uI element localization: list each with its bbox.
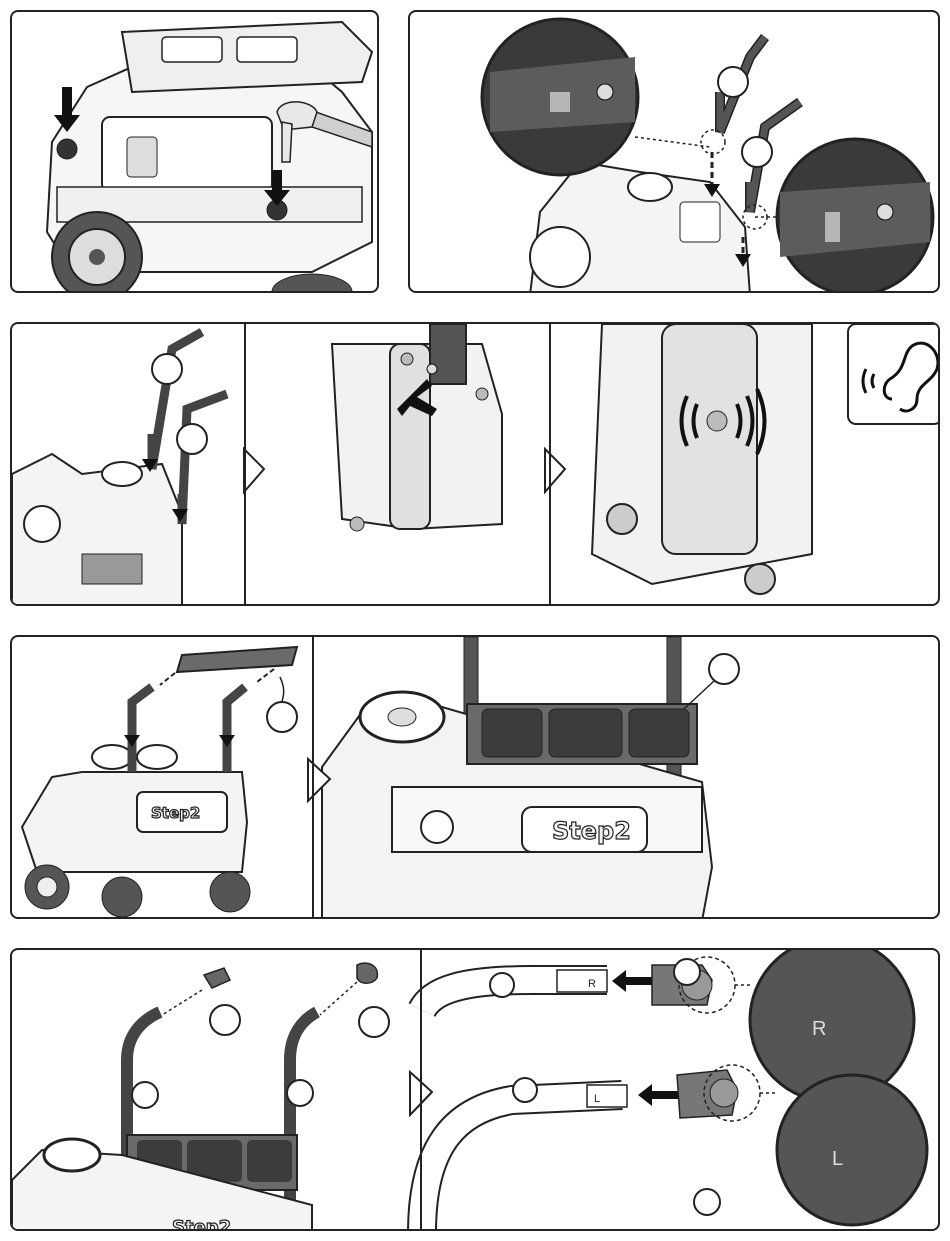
- tube-side-label-right: R: [588, 978, 596, 990]
- handle-tubes-insertion-illustration: [410, 12, 940, 293]
- basket-install-illustration: Step2 Step2: [12, 637, 940, 919]
- basket-part: [177, 647, 297, 672]
- panel-divider: [549, 324, 551, 604]
- callout-marker: [132, 1082, 158, 1108]
- step2-logo-large: Step2: [552, 817, 631, 845]
- callout-marker: [674, 959, 700, 985]
- left-end-cap-icon: [357, 963, 377, 983]
- step2-logo-small: Step2: [151, 804, 200, 822]
- step-panel-3: Step2 Step2: [10, 635, 940, 919]
- left-end-cap-part: [677, 1070, 738, 1118]
- callout-marker: [210, 1005, 240, 1035]
- callout-marker: [513, 1078, 537, 1102]
- callout-marker: [177, 424, 207, 454]
- callout-marker: [718, 67, 748, 97]
- zoom-photo-left-cap: [777, 1075, 927, 1225]
- step-panel-1a: [10, 10, 379, 293]
- down-arrow-icon: [124, 735, 140, 747]
- zoom-label-right: R: [812, 1018, 826, 1040]
- down-arrow-icon: [219, 735, 235, 747]
- step2-logo-partial: Step2: [172, 1217, 231, 1231]
- zoom-label-left: L: [832, 1148, 843, 1170]
- panel-divider: [312, 637, 314, 917]
- callout-marker: [267, 702, 297, 732]
- step-panel-4: Step2 R L: [10, 948, 940, 1231]
- handle-caps-illustration: Step2 R L: [12, 950, 940, 1231]
- right-end-cap-icon: [204, 968, 230, 988]
- callout-marker: [152, 354, 182, 384]
- callout-marker: [709, 654, 739, 684]
- next-step-triangle-icon: [244, 449, 264, 492]
- panel-divider: [420, 950, 422, 1229]
- left-arrow-icon: [612, 970, 652, 992]
- step-panel-2: [10, 322, 940, 606]
- next-step-triangle-icon: [545, 449, 565, 492]
- callout-marker: [742, 137, 772, 167]
- tube-side-label-left: L: [594, 1093, 600, 1105]
- callout-marker: [359, 1007, 389, 1037]
- left-arrow-icon: [638, 1084, 678, 1106]
- panel-divider: [244, 324, 246, 604]
- callout-marker: [694, 1189, 720, 1215]
- step-panel-1b: [408, 10, 940, 293]
- callout-marker: [490, 973, 514, 997]
- tube-click-sequence-illustration: [12, 324, 940, 606]
- callout-marker: [287, 1080, 313, 1106]
- car-rear-hammer-illustration: [12, 12, 379, 293]
